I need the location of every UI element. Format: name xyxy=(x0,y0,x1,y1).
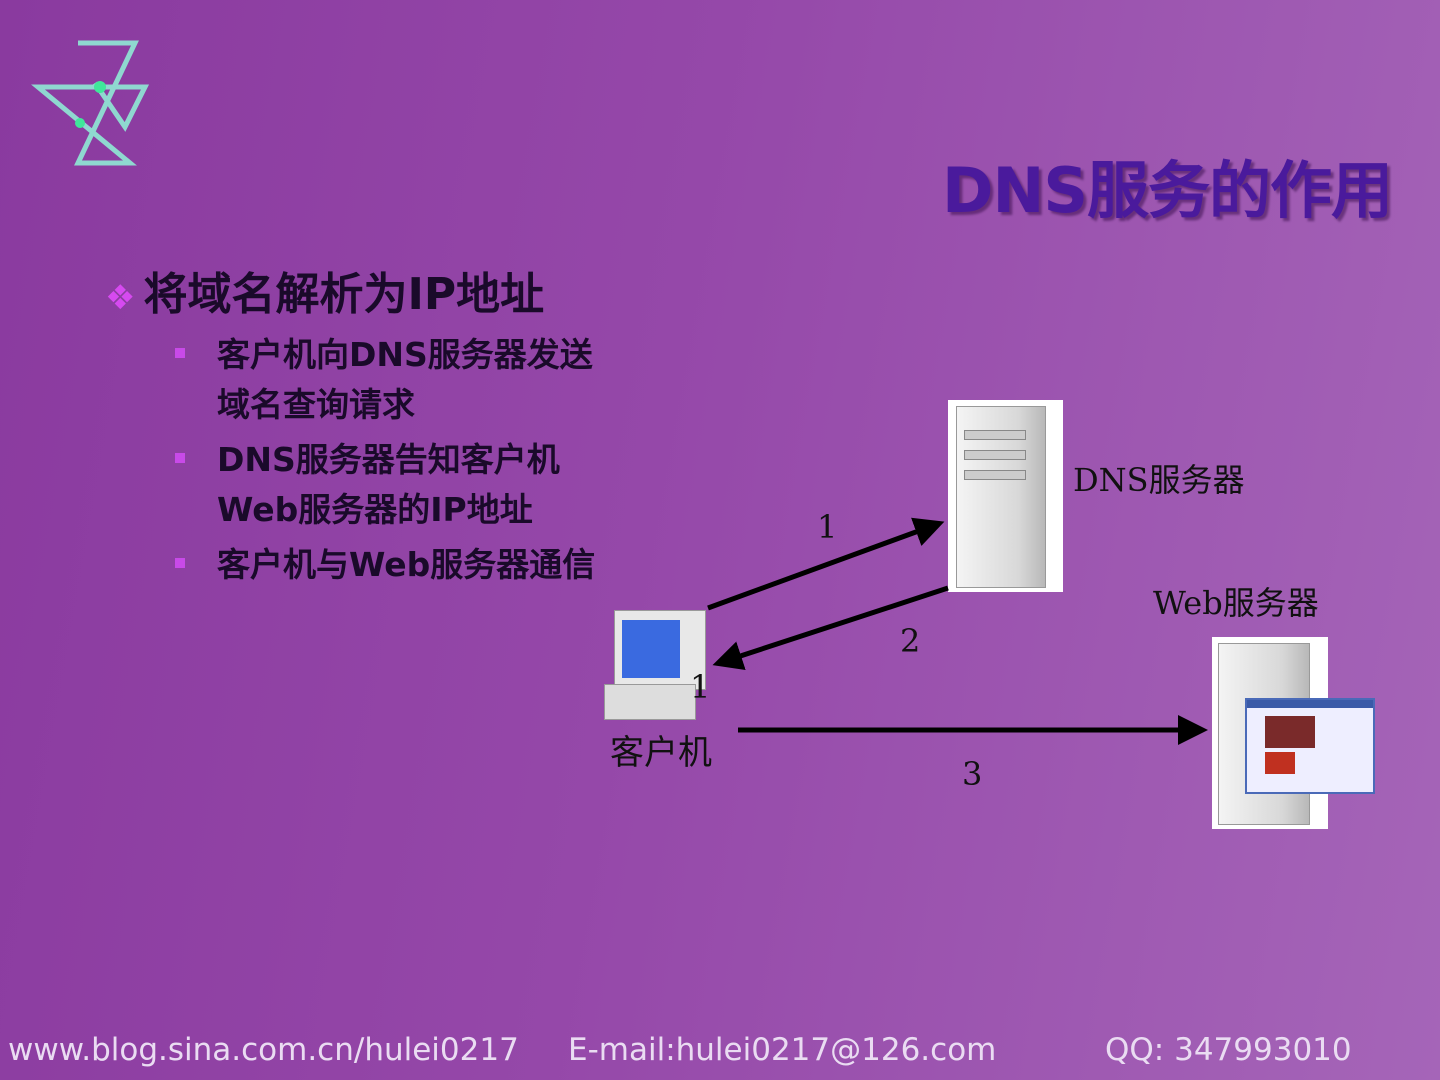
stray-label: 1 xyxy=(690,668,711,706)
arrow-2 xyxy=(712,585,949,671)
step-2-label: 2 xyxy=(900,622,921,660)
sub-bullet-text: 客户机与Web服务器通信 xyxy=(217,545,596,584)
sub-bullet-text: Web服务器的IP地址 xyxy=(217,490,533,529)
browser-window-icon xyxy=(1245,698,1375,794)
sub-bullet-3: 客户机与Web服务器通信 xyxy=(175,540,595,590)
square-bullet-icon xyxy=(175,558,185,568)
sub-bullet-text: DNS服务器告知客户机 xyxy=(217,440,560,479)
slide-title: DNS服务的作用 xyxy=(941,154,1393,227)
web-server-label: Web服务器 xyxy=(1153,584,1319,622)
bullet-main-label: 将域名解析为IP地址 xyxy=(143,269,545,320)
footer-email: E-mail:hulei0217@126.com xyxy=(568,1032,997,1068)
footer-blog: www.blog.sina.com.cn/hulei0217 xyxy=(8,1032,519,1068)
sub-bullet-1: 客户机向DNS服务器发送域名查询请求 xyxy=(175,330,593,430)
square-bullet-icon xyxy=(175,348,185,358)
sub-bullet-text: 域名查询请求 xyxy=(217,385,415,424)
arrow-1 xyxy=(707,517,945,611)
square-bullet-icon xyxy=(175,453,185,463)
footer-qq: QQ: 347993010 xyxy=(1105,1032,1352,1068)
logo-icon xyxy=(31,40,150,166)
diamond-bullet-icon: ❖ xyxy=(105,278,136,318)
step-1-label: 1 xyxy=(817,508,838,546)
dns-server-icon xyxy=(948,400,1063,592)
sub-bullet-text: 客户机向DNS服务器发送 xyxy=(217,335,593,374)
client-label: 客户机 xyxy=(610,733,712,773)
dns-server-label: DNS服务器 xyxy=(1073,461,1245,499)
sub-bullet-2: DNS服务器告知客户机 Web服务器的IP地址 xyxy=(175,435,560,535)
bullet-main: ❖将域名解析为IP地址 xyxy=(105,258,544,322)
step-3-label: 3 xyxy=(962,755,983,793)
client-computer-icon xyxy=(602,606,710,722)
